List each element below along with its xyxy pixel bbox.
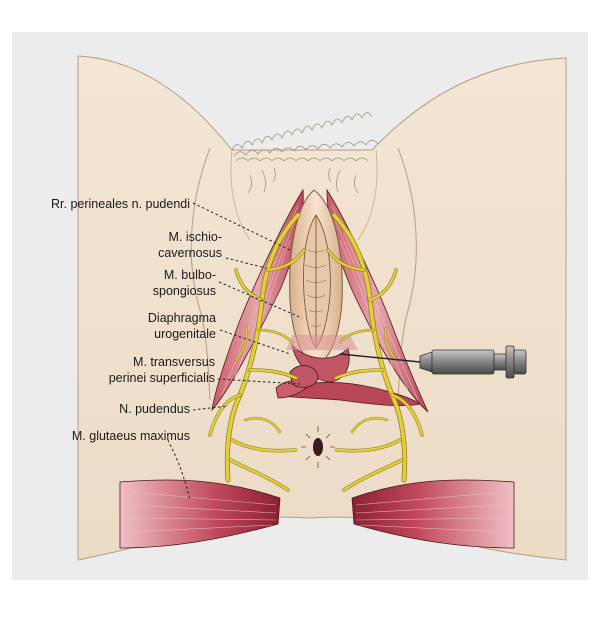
label-ischiocavernosus-1: M. ischio-	[169, 230, 222, 244]
label-diaphragma-2: urogenitale	[154, 327, 216, 341]
syringe	[339, 345, 527, 379]
label-transversus-1: M. transversus	[133, 355, 215, 369]
label-ischiocavernosus-2: cavernosus	[158, 246, 222, 260]
diaphragma-urogenitale	[286, 335, 358, 350]
label-bulbospongiosus-2: spongiosus	[153, 284, 216, 298]
label-bulbospongiosus-1: M. bulbo-	[164, 268, 216, 282]
right-gluteus-maximus	[351, 479, 515, 549]
pubic-hair	[231, 112, 379, 194]
label-rr-perineales: Rr. perineales n. pudendi	[51, 197, 190, 211]
gluteus-fibers	[129, 491, 505, 533]
label-n-pudendus: N. pudendus	[119, 402, 190, 416]
label-diaphragma-1: Diaphragma	[148, 311, 216, 325]
labia-folds	[305, 215, 327, 345]
left-thigh-crease	[190, 147, 211, 401]
anus	[301, 426, 335, 468]
transversus-curl	[289, 365, 319, 388]
left-groin-line	[230, 149, 251, 241]
right-pudendal-nerve	[326, 212, 424, 492]
label-transversus-2: perinei superficialis	[109, 371, 215, 385]
left-pudendal-nerve	[208, 212, 306, 492]
right-groin-line	[357, 149, 378, 241]
labels: Rr. perineales n. pudendi M. ischio- cav…	[51, 197, 222, 443]
label-glutaeus: M. glutaeus maximus	[72, 429, 190, 443]
leader-lines	[167, 202, 303, 501]
transversus-perinei-muscle	[281, 381, 421, 407]
left-gluteus-maximus	[119, 479, 281, 549]
